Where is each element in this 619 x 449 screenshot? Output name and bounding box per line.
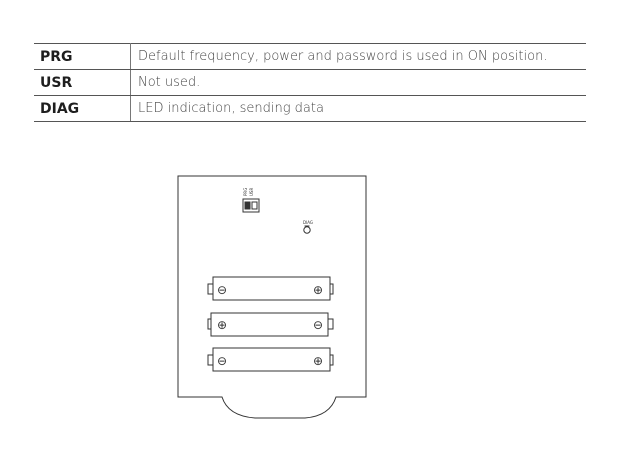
battery-3 — [207, 347, 334, 372]
row-key-usr: USR — [34, 69, 131, 96]
table-row: DIAG LED indication, sending data — [34, 95, 586, 122]
table-row: USR Not used. — [34, 69, 586, 96]
row-key-prg: PRG — [34, 43, 131, 70]
battery-1-positive-glyph: ⊕ — [313, 283, 323, 297]
dip-switch-table: PRG Default frequency, power and passwor… — [34, 43, 586, 122]
battery-3-negative-glyph: ⊖ — [217, 354, 227, 368]
switch-label-prg: PRG — [243, 188, 248, 196]
board-outline — [177, 175, 367, 419]
diag-led — [303, 225, 311, 234]
switch-label-usr: USR — [249, 188, 254, 196]
battery-1-negative-glyph: ⊖ — [217, 283, 227, 297]
dip-switch — [242, 198, 260, 213]
row-desc-usr: Not used. — [130, 69, 586, 96]
led-label: DIAG — [303, 220, 313, 225]
table-row: PRG Default frequency, power and passwor… — [34, 43, 586, 70]
battery-2 — [207, 312, 334, 337]
battery-2-positive-glyph: ⊕ — [217, 318, 227, 332]
battery-1 — [207, 276, 334, 301]
battery-3-positive-glyph: ⊕ — [313, 354, 323, 368]
dip-switch-lever-prg — [244, 201, 251, 210]
row-desc-prg: Default frequency, power and password is… — [130, 43, 586, 70]
row-key-diag: DIAG — [34, 95, 131, 122]
battery-2-negative-glyph: ⊖ — [313, 318, 323, 332]
dip-switch-lever-usr — [251, 201, 258, 210]
row-desc-diag: LED indication, sending data — [130, 95, 586, 122]
